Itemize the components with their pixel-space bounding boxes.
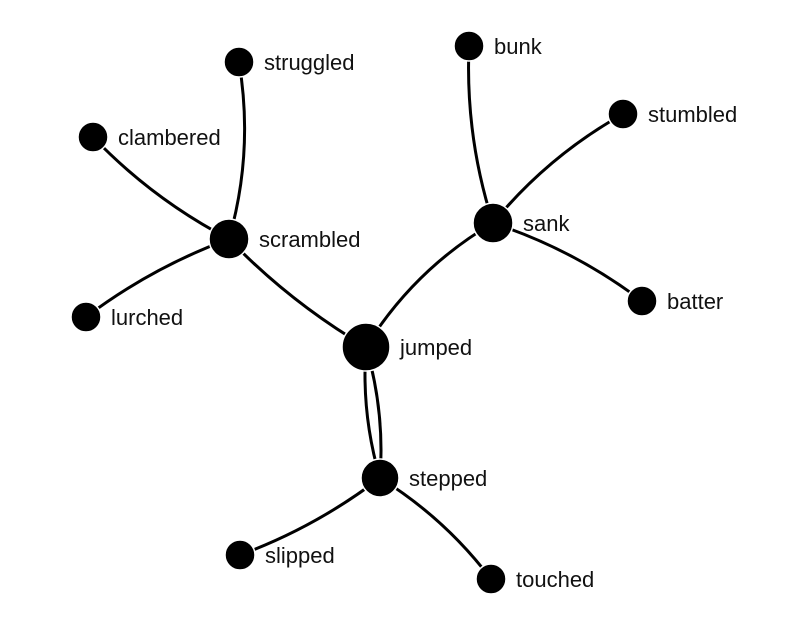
- edge-struggled-scrambled: [227, 61, 247, 240]
- node-layer: [70, 30, 658, 595]
- node-label-stumbled: stumbled: [648, 102, 737, 127]
- edge-scrambled-jumped: [227, 237, 367, 349]
- node-slipped: [224, 539, 256, 571]
- node-batter: [626, 285, 658, 317]
- node-label-stepped: stepped: [409, 466, 487, 491]
- node-label-slipped: slipped: [265, 543, 335, 568]
- node-lurched: [70, 301, 102, 333]
- node-jumped: [341, 322, 391, 372]
- edge-touched-stepped: [379, 476, 493, 580]
- node-label-batter: batter: [667, 289, 723, 314]
- node-touched: [475, 563, 507, 595]
- node-label-bunk: bunk: [494, 34, 543, 59]
- node-struggled: [223, 46, 255, 78]
- node-label-clambered: clambered: [118, 125, 221, 150]
- node-scrambled: [208, 218, 250, 260]
- node-label-touched: touched: [516, 567, 594, 592]
- node-label-jumped: jumped: [399, 335, 472, 360]
- edge-clambered-scrambled: [91, 135, 230, 241]
- node-label-struggled: struggled: [264, 50, 355, 75]
- edge-layer: [85, 45, 643, 580]
- edge-stumbled-sank: [491, 112, 624, 224]
- node-label-sank: sank: [523, 211, 570, 236]
- edge-sank-jumped: [364, 221, 494, 348]
- node-bunk: [453, 30, 485, 62]
- label-layer: jumped scrambled sank stepped struggled clamb…: [111, 34, 737, 592]
- edge-bunk-sank: [467, 45, 495, 224]
- node-stumbled: [607, 98, 639, 130]
- node-label-lurched: lurched: [111, 305, 183, 330]
- node-stepped: [360, 458, 400, 498]
- node-label-scrambled: scrambled: [259, 227, 360, 252]
- node-sank: [472, 202, 514, 244]
- node-clambered: [77, 121, 109, 153]
